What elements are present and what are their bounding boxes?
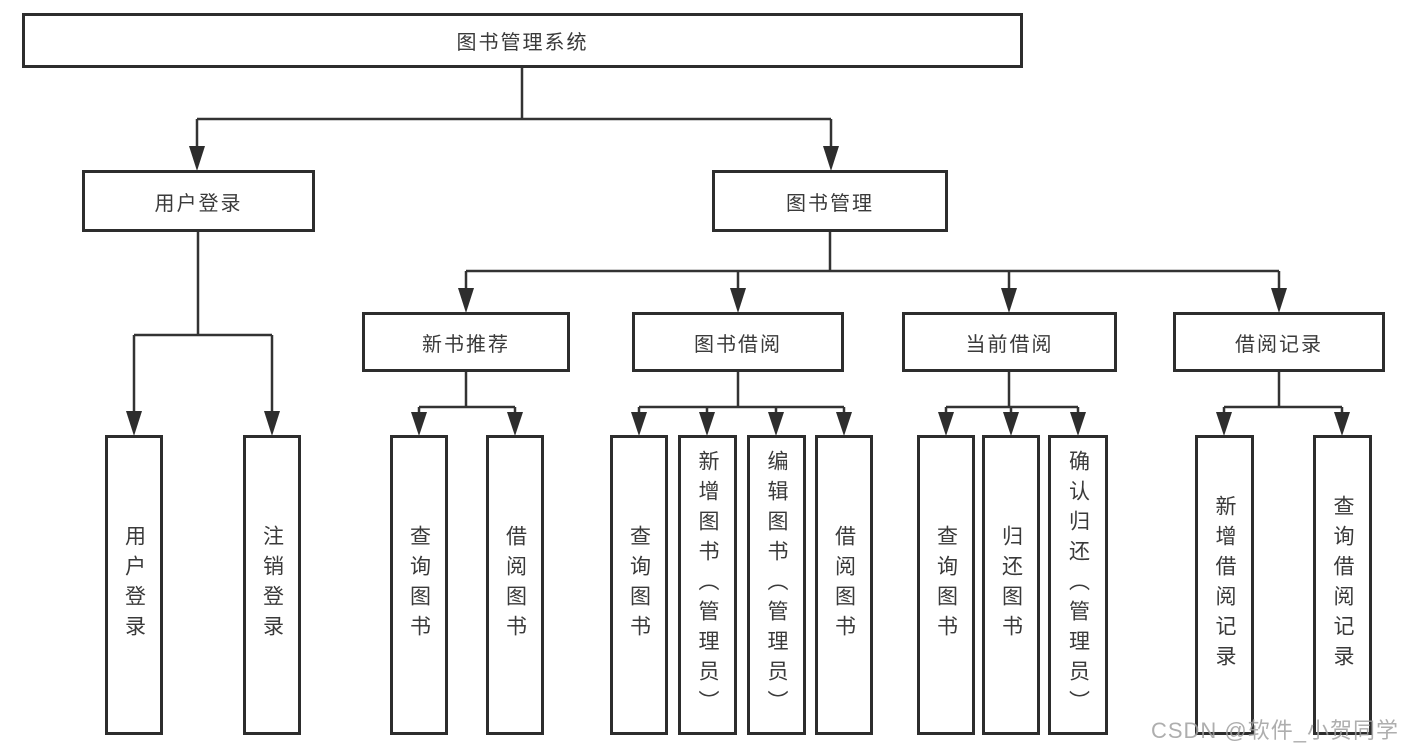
leaf-query-book-1: 查询图书 [390,435,448,735]
leaf-new-borrow-record-label: 新增借阅记录 [1213,495,1236,675]
leaf-return-book-label: 归还图书 [999,525,1023,645]
node-current-borrow-label: 当前借阅 [965,333,1054,356]
leaf-edit-book-admin: 编辑图书（管理员） [747,435,806,735]
node-new-book-recommend-label: 新书推荐 [422,333,510,356]
leaf-return-book: 归还图书 [982,435,1040,735]
leaf-borrow-book-2: 借阅图书 [815,435,873,735]
leaf-logout: 注销登录 [243,435,301,735]
leaf-query-book-2-label: 查询图书 [627,525,651,645]
node-new-book-recommend: 新书推荐 [362,312,570,372]
leaf-logout-label: 注销登录 [260,525,284,645]
leaf-query-book-3: 查询图书 [917,435,975,735]
arrowheads [126,146,1350,436]
leaf-query-borrow-record-label: 查询借阅记录 [1331,495,1354,675]
node-user-login: 用户登录 [82,170,315,232]
node-book-borrow-label: 图书借阅 [694,333,782,356]
leaf-query-borrow-record: 查询借阅记录 [1313,435,1372,735]
node-borrow-record: 借阅记录 [1173,312,1385,372]
leaf-new-borrow-record: 新增借阅记录 [1195,435,1254,735]
node-borrow-record-label: 借阅记录 [1235,333,1323,356]
node-book-management: 图书管理 [712,170,948,232]
node-root-label: 图书管理系统 [456,32,589,54]
node-user-login-label: 用户登录 [154,192,243,215]
leaf-edit-book-admin-label: 编辑图书（管理员） [765,450,788,720]
leaf-query-book-1-label: 查询图书 [407,525,431,645]
leaf-confirm-return-admin: 确认归还（管理员） [1048,435,1108,735]
leaf-add-book-admin-label: 新增图书（管理员） [696,450,719,720]
leaf-borrow-book-1: 借阅图书 [486,435,544,735]
leaf-add-book-admin: 新增图书（管理员） [678,435,737,735]
leaf-confirm-return-admin-label: 确认归还（管理员） [1066,450,1090,720]
leaf-query-book-3-label: 查询图书 [934,525,958,645]
node-book-management-label: 图书管理 [786,192,874,215]
node-book-borrow: 图书借阅 [632,312,844,372]
leaf-user-login-label: 用户登录 [122,525,146,645]
node-current-borrow: 当前借阅 [902,312,1117,372]
leaf-user-login: 用户登录 [105,435,163,735]
node-root: 图书管理系统 [22,13,1023,68]
leaf-borrow-book-1-label: 借阅图书 [503,525,527,645]
leaf-borrow-book-2-label: 借阅图书 [832,525,856,645]
leaf-query-book-2: 查询图书 [610,435,668,735]
csdn-watermark: CSDN @软件_小贺同学 [1150,718,1399,743]
